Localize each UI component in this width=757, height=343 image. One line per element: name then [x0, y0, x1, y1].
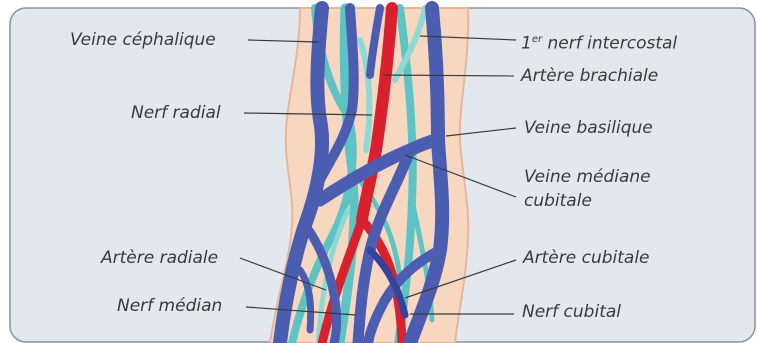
label-artere-cubitale: Artère cubitale: [523, 248, 650, 268]
label-artere-brachiale: Artère brachiale: [521, 66, 658, 86]
label-veine-cephalique: Veine céphalique: [70, 30, 216, 50]
label-veine-mediane-line2: cubitale: [524, 191, 651, 211]
label-nerf-intercostal-num: 1: [521, 34, 532, 54]
label-artere-radiale: Artère radiale: [101, 248, 218, 268]
label-veine-mediane-cubitale: Veine médiane cubitale: [524, 167, 651, 211]
label-nerf-median: Nerf médian: [117, 296, 222, 316]
label-nerf-radial: Nerf radial: [131, 103, 221, 123]
label-nerf-intercostal-sup: er: [532, 34, 542, 45]
label-veine-mediane-line1: Veine médiane: [524, 167, 651, 187]
label-nerf-cubital: Nerf cubital: [522, 302, 621, 322]
label-nerf-intercostal-text: nerf intercostal: [542, 34, 677, 54]
label-veine-basilique: Veine basilique: [524, 118, 653, 138]
label-nerf-intercostal: 1er nerf intercostal: [521, 30, 677, 54]
